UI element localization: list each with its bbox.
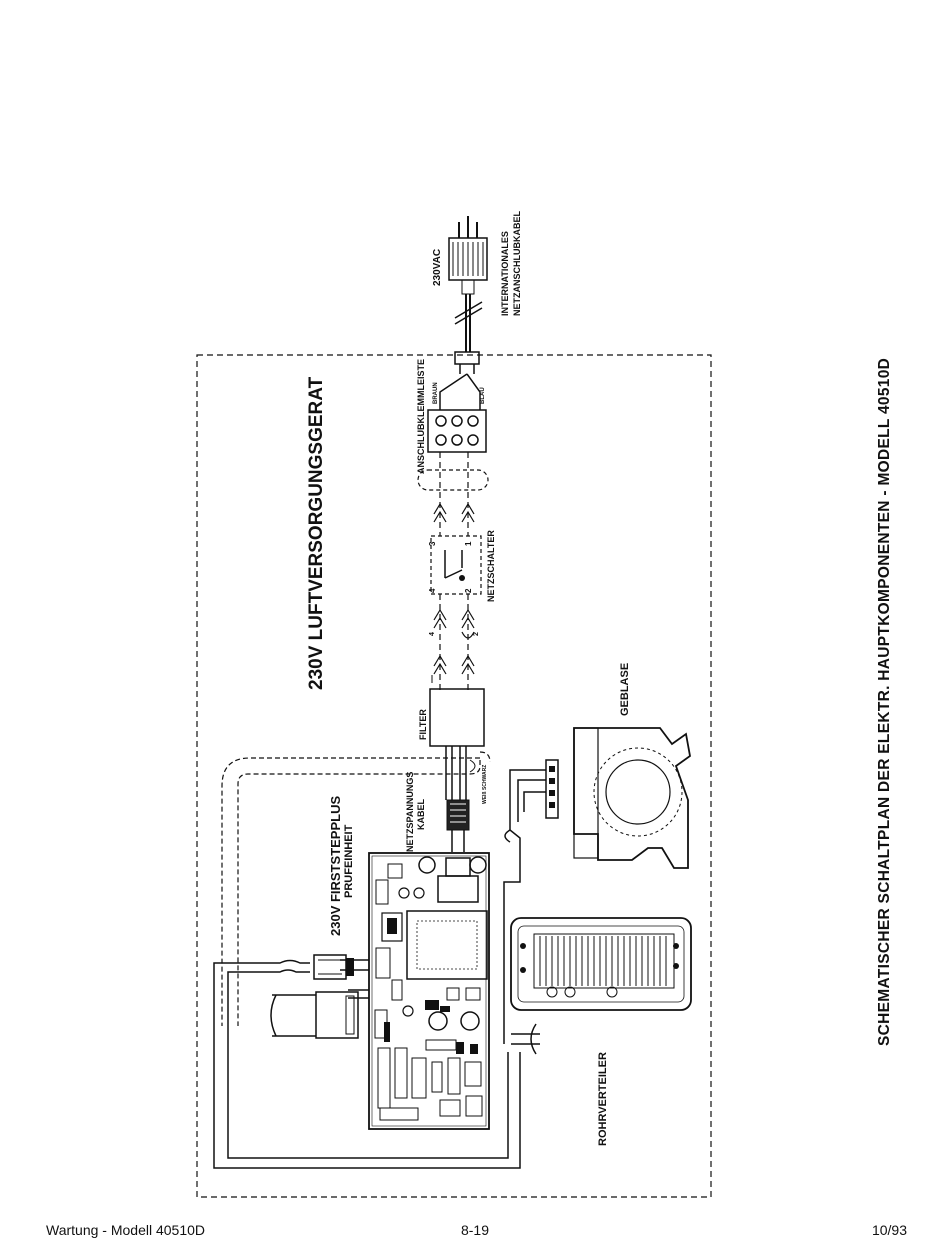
switch-pin-4: 4 <box>428 588 437 593</box>
switch-pin-3: 3 <box>428 541 437 546</box>
manifold-label: ROHRVERTEILER <box>597 1052 609 1146</box>
page-title: SCHEMATISCHER SCHALTPLAN DER ELEKTR. HAU… <box>876 358 893 1046</box>
terminal-blue-label: BLAU <box>480 387 486 404</box>
wires-strip-to-switch <box>417 452 489 536</box>
switch-pin-2: 2 <box>464 588 473 593</box>
mains-cable-label-line2: KABEL <box>416 798 426 830</box>
terminal-brown-label: BRAUN <box>433 382 439 404</box>
enclosure-border <box>196 354 712 1198</box>
cord-label-line2: NETZANSCHLUBKABEL <box>512 211 522 316</box>
blower-label: GEBLASE <box>619 663 631 716</box>
tester-connector-lower <box>270 991 359 1039</box>
main-pcb <box>368 852 490 1130</box>
tester-connector-upper <box>313 954 354 980</box>
tester-label-line2: PRUFEINHEIT <box>343 824 355 898</box>
mains-connector <box>446 799 470 852</box>
terminal-strip <box>427 409 487 453</box>
manifold <box>510 917 692 1011</box>
footer-page-number: 8-19 <box>460 1222 490 1238</box>
wires-filter-to-connector <box>445 746 476 800</box>
dashed-cable-loop <box>221 751 491 1026</box>
enclosure-label: 230V LUFTVERSORGUNGSGERAT <box>306 376 327 690</box>
wire-black-label: SCHWARZ <box>482 765 488 790</box>
power-switch <box>430 535 482 595</box>
power-cord <box>439 294 483 410</box>
tester-label-line1: 230V FIRSTSTEPPLUS <box>328 796 343 936</box>
tester-wiring <box>213 959 521 1169</box>
filter-label: FILTER <box>418 709 428 740</box>
filter-box <box>429 688 485 747</box>
wire-white-label: WEIß <box>482 792 488 805</box>
power-switch-label: NETZSCHALTER <box>486 530 496 602</box>
wires-switch-to-filter <box>433 594 475 690</box>
cord-label-line1: INTERNATIONALES <box>500 231 510 316</box>
footer-left: Wartung - Modell 40510D <box>46 1222 206 1238</box>
voltage-label: 230VAC <box>432 249 443 286</box>
power-plug <box>448 216 488 295</box>
mains-cable-label-line1: NETZSPANNUNGS <box>405 772 415 852</box>
blower <box>545 727 691 869</box>
blower-wiring <box>503 769 546 1044</box>
switch-pin-1: 1 <box>464 541 473 546</box>
terminal-strip-label: ANSCHLUBKLEMMLEISTE <box>416 359 426 474</box>
wire-mark-4: 4 <box>429 632 436 636</box>
manifold-wiring <box>511 1023 540 1055</box>
wire-mark-2: 2 <box>473 632 480 636</box>
footer-date: 10/93 <box>871 1222 907 1238</box>
